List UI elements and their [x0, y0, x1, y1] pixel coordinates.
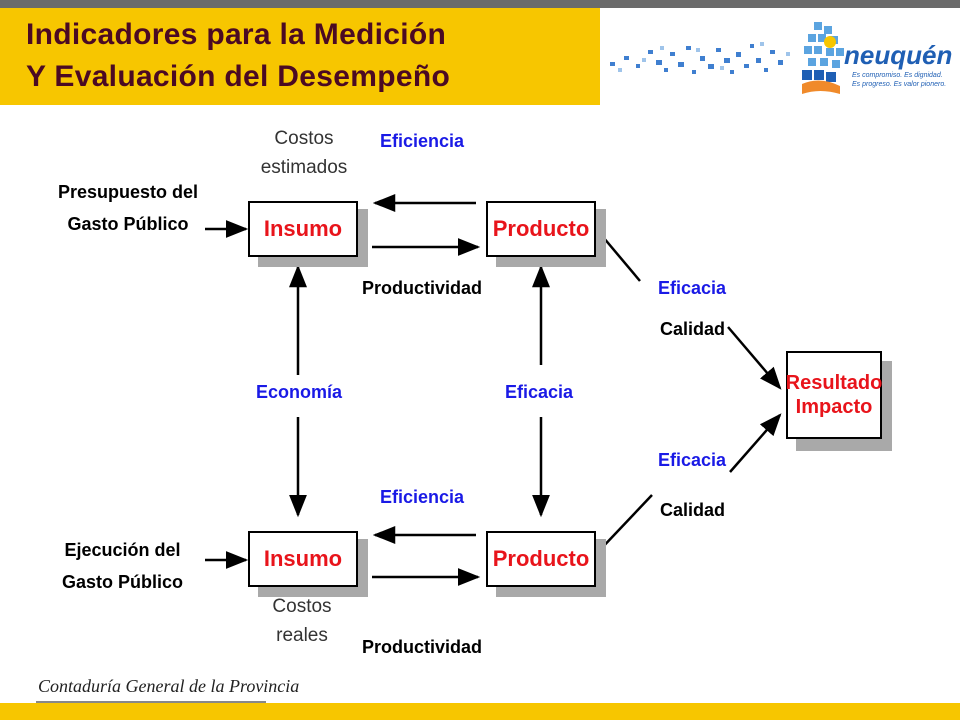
economia-label: Economía [256, 382, 343, 402]
title-band: Indicadores para la Medición Y Evaluació… [0, 8, 600, 105]
decorative-dots [610, 42, 790, 74]
costos-reales-line1: Costos [272, 596, 332, 617]
costos-estimados-line1: Costos [274, 128, 334, 149]
productividad-bottom-label: Productividad [362, 637, 483, 657]
calidad-upper-label: Calidad [660, 319, 726, 339]
eficacia-lower-label: Eficacia [658, 450, 727, 470]
calidad-lower-label: Calidad [660, 500, 726, 520]
input-budget-line1: Presupuesto del [58, 182, 199, 202]
eficiencia-bottom-label: Eficiencia [380, 487, 465, 507]
page-title-line1: Indicadores para la Medición [26, 18, 447, 51]
productividad-top-label: Productividad [362, 278, 483, 298]
costos-reales-line2: reales [276, 624, 328, 646]
logo-name: neuquén [844, 40, 953, 70]
logo-tagline-1: Es compromiso. Es dignidad. [852, 72, 943, 79]
producto-top-box: Producto [486, 201, 596, 257]
line-producto-bottom-to-label [597, 494, 653, 553]
footer-rule [36, 701, 266, 703]
insumo-top-box: Insumo [248, 201, 358, 257]
input-budget-label: Presupuesto del Gasto Público [58, 177, 198, 240]
logo-mosaic-icon [802, 22, 844, 94]
insumo-bottom-box: Insumo [248, 531, 358, 587]
input-execution-label: Ejecución del Gasto Público [62, 535, 183, 598]
input-execution-line2: Gasto Público [62, 571, 184, 592]
diagram-arrows [205, 194, 782, 586]
resultado-line1: Resultado [785, 372, 883, 394]
costos-estimados-label: Costos estimados [260, 125, 348, 182]
eficacia-upper-label: Eficacia [658, 278, 727, 298]
performance-diagram: Insumo Producto Insumo Producto Resultad… [0, 105, 960, 685]
resultado-line2: Impacto [795, 396, 873, 418]
eficacia-middle-label: Eficacia [505, 382, 574, 402]
costos-reales-label: Costos reales [262, 593, 342, 650]
logo-tagline-2: Es progreso. Es valor pionero. [852, 81, 947, 88]
input-execution-line1: Ejecución del [64, 540, 181, 560]
eficiencia-top-label: Eficiencia [380, 131, 465, 151]
footer-organization: Contaduría General de la Provincia [38, 676, 300, 696]
input-budget-line2: Gasto Público [67, 213, 189, 234]
resultado-box: Resultado Impacto [786, 351, 882, 439]
producto-bottom-box: Producto [486, 531, 596, 587]
arrow-to-resultado-lower [729, 413, 782, 473]
costos-estimados-line2: estimados [260, 156, 348, 178]
neuquen-logo: neuquén Es compromiso. Es dignidad. Es p… [800, 22, 953, 100]
page-title-line2: Y Evaluación del Desempeño [26, 60, 451, 93]
top-bar [0, 0, 960, 8]
bottom-bar [0, 703, 960, 720]
arrow-to-resultado-upper [727, 326, 782, 390]
